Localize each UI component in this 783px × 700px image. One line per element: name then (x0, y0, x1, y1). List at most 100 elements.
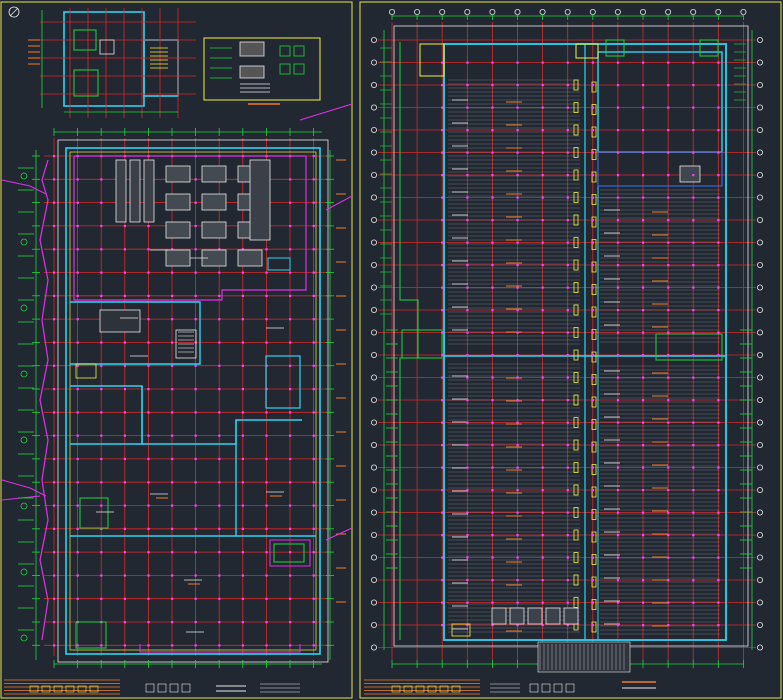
axis-bubble (370, 194, 377, 201)
column (642, 286, 645, 289)
column (312, 574, 315, 577)
right-sheet-border (359, 1, 782, 699)
column (289, 294, 292, 297)
column-marker (573, 192, 579, 203)
column-marker (573, 372, 579, 383)
dock-door (491, 607, 507, 625)
column (147, 481, 150, 484)
column (466, 309, 469, 312)
column (541, 399, 544, 402)
column (516, 376, 519, 379)
column (591, 534, 594, 537)
column (100, 224, 103, 228)
column (591, 129, 594, 132)
column (241, 457, 244, 461)
column (491, 466, 494, 469)
axis-bubble (757, 464, 764, 471)
column (642, 84, 645, 87)
column (312, 457, 315, 461)
column (76, 481, 79, 484)
column-marker (573, 417, 579, 428)
building-outer-wall (65, 147, 321, 655)
column (591, 241, 594, 244)
column (289, 224, 292, 228)
column (171, 597, 174, 600)
column (491, 556, 494, 559)
column (147, 551, 150, 554)
column (312, 411, 315, 414)
column (265, 504, 268, 507)
legend-panel (203, 37, 321, 105)
column-marker (591, 171, 597, 183)
column (147, 364, 150, 367)
column (289, 411, 292, 414)
column (312, 201, 315, 204)
column (147, 294, 150, 297)
column (53, 621, 56, 624)
column (100, 411, 103, 414)
column (265, 621, 268, 624)
column (441, 511, 444, 514)
column (441, 624, 444, 627)
axis-bubble (370, 306, 377, 313)
column-marker (591, 81, 597, 93)
column (717, 399, 720, 402)
column (53, 597, 56, 600)
dock-door (509, 607, 525, 625)
column (265, 574, 268, 577)
column (265, 248, 268, 251)
column (491, 264, 494, 267)
column (541, 241, 544, 244)
column (541, 601, 544, 604)
column (616, 219, 620, 222)
column (717, 106, 720, 109)
north-arrow (8, 6, 20, 18)
column-marker (573, 79, 579, 91)
column-marker (573, 214, 579, 226)
legend-mark (565, 683, 575, 693)
dock-door (527, 607, 543, 625)
column (194, 294, 197, 297)
column (194, 318, 197, 321)
column (466, 421, 469, 424)
column (53, 271, 56, 274)
column (516, 624, 519, 627)
column-marker (573, 574, 579, 586)
column (76, 644, 79, 647)
axis-bubble (370, 644, 377, 651)
column (616, 601, 620, 604)
tank-row (249, 159, 271, 241)
column (76, 248, 79, 251)
column (100, 341, 103, 344)
column-marker (591, 351, 597, 363)
equipment (165, 221, 191, 239)
column (100, 364, 103, 367)
column (123, 364, 126, 367)
column (123, 294, 126, 297)
column (312, 224, 315, 228)
axis-bubble (757, 374, 764, 381)
utility-line (1, 479, 47, 497)
column (541, 444, 544, 447)
axis-bubble (370, 171, 377, 178)
column (616, 466, 620, 469)
legend-mark (181, 683, 191, 693)
column (591, 511, 594, 514)
equipment (267, 257, 291, 271)
column (566, 264, 569, 267)
legend-mark (169, 683, 179, 693)
column (717, 241, 720, 244)
room (79, 497, 109, 529)
column (642, 421, 645, 424)
axis-bubble (757, 127, 764, 134)
column (171, 574, 174, 577)
column (692, 376, 695, 379)
column (516, 444, 519, 447)
column (566, 174, 569, 177)
column (289, 271, 292, 274)
column (616, 354, 620, 357)
column (147, 574, 150, 577)
column (241, 434, 244, 437)
equipment (237, 249, 263, 267)
column (218, 574, 221, 577)
